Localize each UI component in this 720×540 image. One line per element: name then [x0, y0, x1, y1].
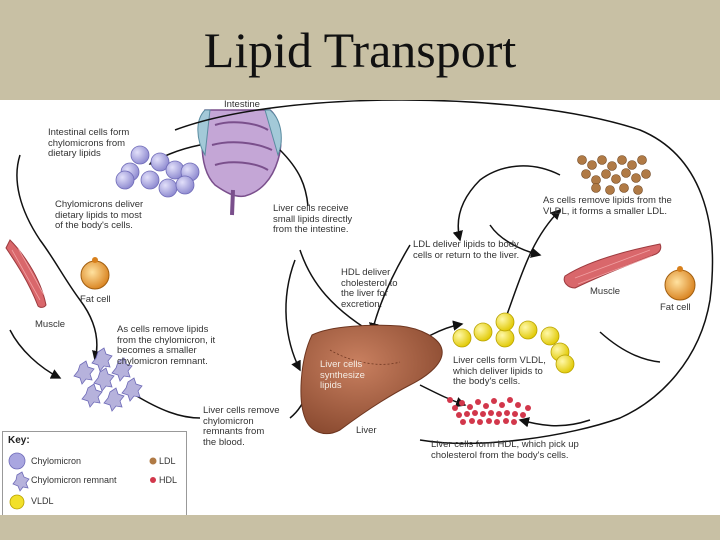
legend-ldl: LDL: [159, 456, 176, 466]
legend-chylomicron: Chylomicron: [31, 456, 82, 466]
legend-vldl: VLDL: [31, 496, 54, 506]
liver-illustration: [300, 324, 443, 434]
chylomicron-remnant-cluster: [73, 347, 143, 412]
legend-title: Key:: [8, 435, 30, 446]
hdl-cluster: [447, 397, 531, 425]
label-fat-cell-right: Fat cell: [660, 302, 691, 313]
ldl-cluster: [577, 155, 651, 195]
slide-title: Lipid Transport: [203, 22, 517, 78]
vldl-cluster: [452, 312, 575, 374]
label-chylomicrons-deliver: Chylomicrons deliver dietary lipids to m…: [55, 199, 144, 231]
label-muscle-right: Muscle: [590, 286, 621, 297]
label-liver-cells-synthesize: Liver cells synthesize lipids: [320, 359, 365, 391]
intestine-illustration: [197, 109, 282, 216]
legend-key: Key: Chylomicron Chylomicron remnant VLD…: [2, 431, 187, 516]
muscle-left-illustration: [5, 239, 47, 308]
label-fat-cell-left: Fat cell: [80, 294, 111, 305]
label-liver-cells-vldl: Liver cells form VLDL, which deliver lip…: [453, 355, 546, 387]
label-cells-remove-chylo: As cells remove lipids from the chylomic…: [117, 324, 216, 367]
label-liver: Liver: [356, 425, 377, 436]
legend-hdl: HDL: [159, 475, 178, 485]
legend-chylomicron-remnant: Chylomicron remnant: [31, 475, 117, 485]
fat-cell-left-illustration: [80, 257, 110, 290]
fat-cell-right-illustration: [664, 266, 696, 301]
label-muscle-left: Muscle: [35, 319, 66, 330]
label-as-cells-remove-vldl: As cells remove lipids from the VLDL, it…: [543, 195, 672, 217]
legend-swatches: [8, 452, 157, 510]
label-hdl-deliver: HDL deliver cholesterol to the liver for…: [341, 267, 398, 310]
diagram-drawing: [5, 100, 714, 445]
label-liver-cells-receive: Liver cells receive small lipids directl…: [273, 203, 353, 235]
slide-bottom-strip: [0, 515, 720, 540]
label-intestinal-cells: Intestinal cells form chylomicrons from …: [48, 127, 130, 159]
label-liver-cells-hdl: Liver cells form HDL, which pick up chol…: [431, 439, 579, 461]
muscle-right-illustration: [563, 243, 662, 289]
label-liver-cells-remove: Liver cells remove chylomicron remnants …: [203, 405, 280, 448]
label-ldl-deliver: LDL deliver lipids to body cells or retu…: [413, 239, 520, 261]
label-intestine: Intestine: [224, 99, 260, 110]
chylomicron-cluster: [115, 145, 200, 198]
